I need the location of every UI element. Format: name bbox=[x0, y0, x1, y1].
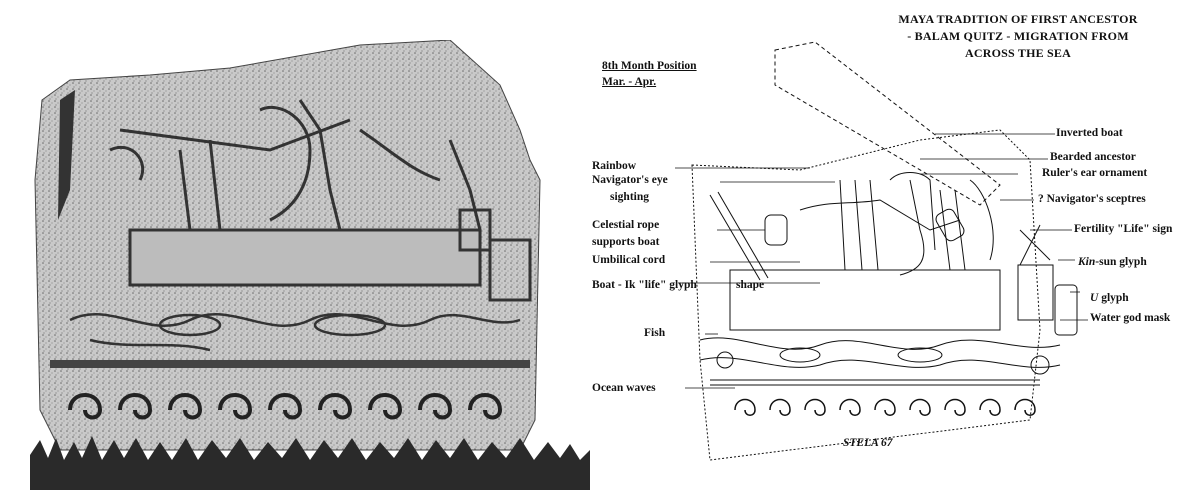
drawn-ocean-waves bbox=[734, 398, 1036, 416]
stela-line-drawing bbox=[675, 41, 1088, 461]
label-ocean-waves: Ocean waves bbox=[592, 382, 656, 394]
label-shape: shape bbox=[736, 279, 765, 291]
label-umbilical-cord: Umbilical cord bbox=[592, 254, 666, 266]
carved-ocean-waves bbox=[68, 393, 503, 420]
inverted-boat-outline bbox=[774, 41, 1001, 206]
u-word: U bbox=[1090, 292, 1099, 304]
leader-lines-left bbox=[675, 167, 835, 389]
label-inverted-boat: Inverted boat bbox=[1056, 127, 1123, 139]
label-u-glyph: U glyph bbox=[1090, 292, 1129, 304]
label-supports-boat: supports boat bbox=[592, 236, 660, 248]
label-navigator-eye: Navigator's eye bbox=[592, 174, 668, 186]
stela-photograph bbox=[30, 40, 590, 490]
grass bbox=[30, 436, 590, 490]
carved-boat bbox=[128, 228, 482, 287]
label-kin-sun-glyph: Kin-sun glyph bbox=[1078, 256, 1147, 268]
figure-title-line-3: ACROSS THE SEA bbox=[965, 46, 1071, 60]
stela-outline bbox=[691, 129, 1041, 461]
label-navigator-eye-sighting: sighting bbox=[610, 191, 649, 203]
label-ear-ornament: Ruler's ear ornament bbox=[1042, 167, 1148, 179]
kin-word: Kin bbox=[1078, 256, 1096, 268]
month-range-label: Mar. - Apr. bbox=[602, 76, 657, 88]
month-position-label: 8th Month Position bbox=[602, 60, 697, 72]
label-fertility-sign: Fertility "Life" sign bbox=[1074, 223, 1173, 235]
figure-title-line-1: MAYA TRADITION OF FIRST ANCESTOR bbox=[898, 12, 1138, 26]
figure-title-line-2: - BALAM QUITZ - MIGRATION FROM bbox=[907, 29, 1129, 43]
label-celestial-rope: Celestial rope bbox=[592, 219, 660, 231]
carved-fish bbox=[69, 313, 521, 352]
label-navigator-sceptres: ? Navigator's sceptres bbox=[1038, 193, 1146, 205]
carved-ancestor-figure bbox=[109, 99, 482, 231]
kin-suffix: -sun glyph bbox=[1095, 256, 1147, 268]
label-rainbow: Rainbow bbox=[592, 160, 637, 172]
label-bearded-ancestor: Bearded ancestor bbox=[1050, 151, 1136, 163]
label-fish: Fish bbox=[644, 327, 666, 339]
stela-caption: STELA 67 bbox=[843, 437, 893, 449]
leader-lines-right bbox=[920, 133, 1088, 321]
label-boat-ik-glyph: Boat - Ik "life" glyph bbox=[592, 279, 697, 291]
u-suffix: glyph bbox=[1098, 292, 1129, 304]
label-water-god-mask: Water god mask bbox=[1090, 312, 1171, 324]
boat-outline bbox=[729, 269, 1001, 331]
